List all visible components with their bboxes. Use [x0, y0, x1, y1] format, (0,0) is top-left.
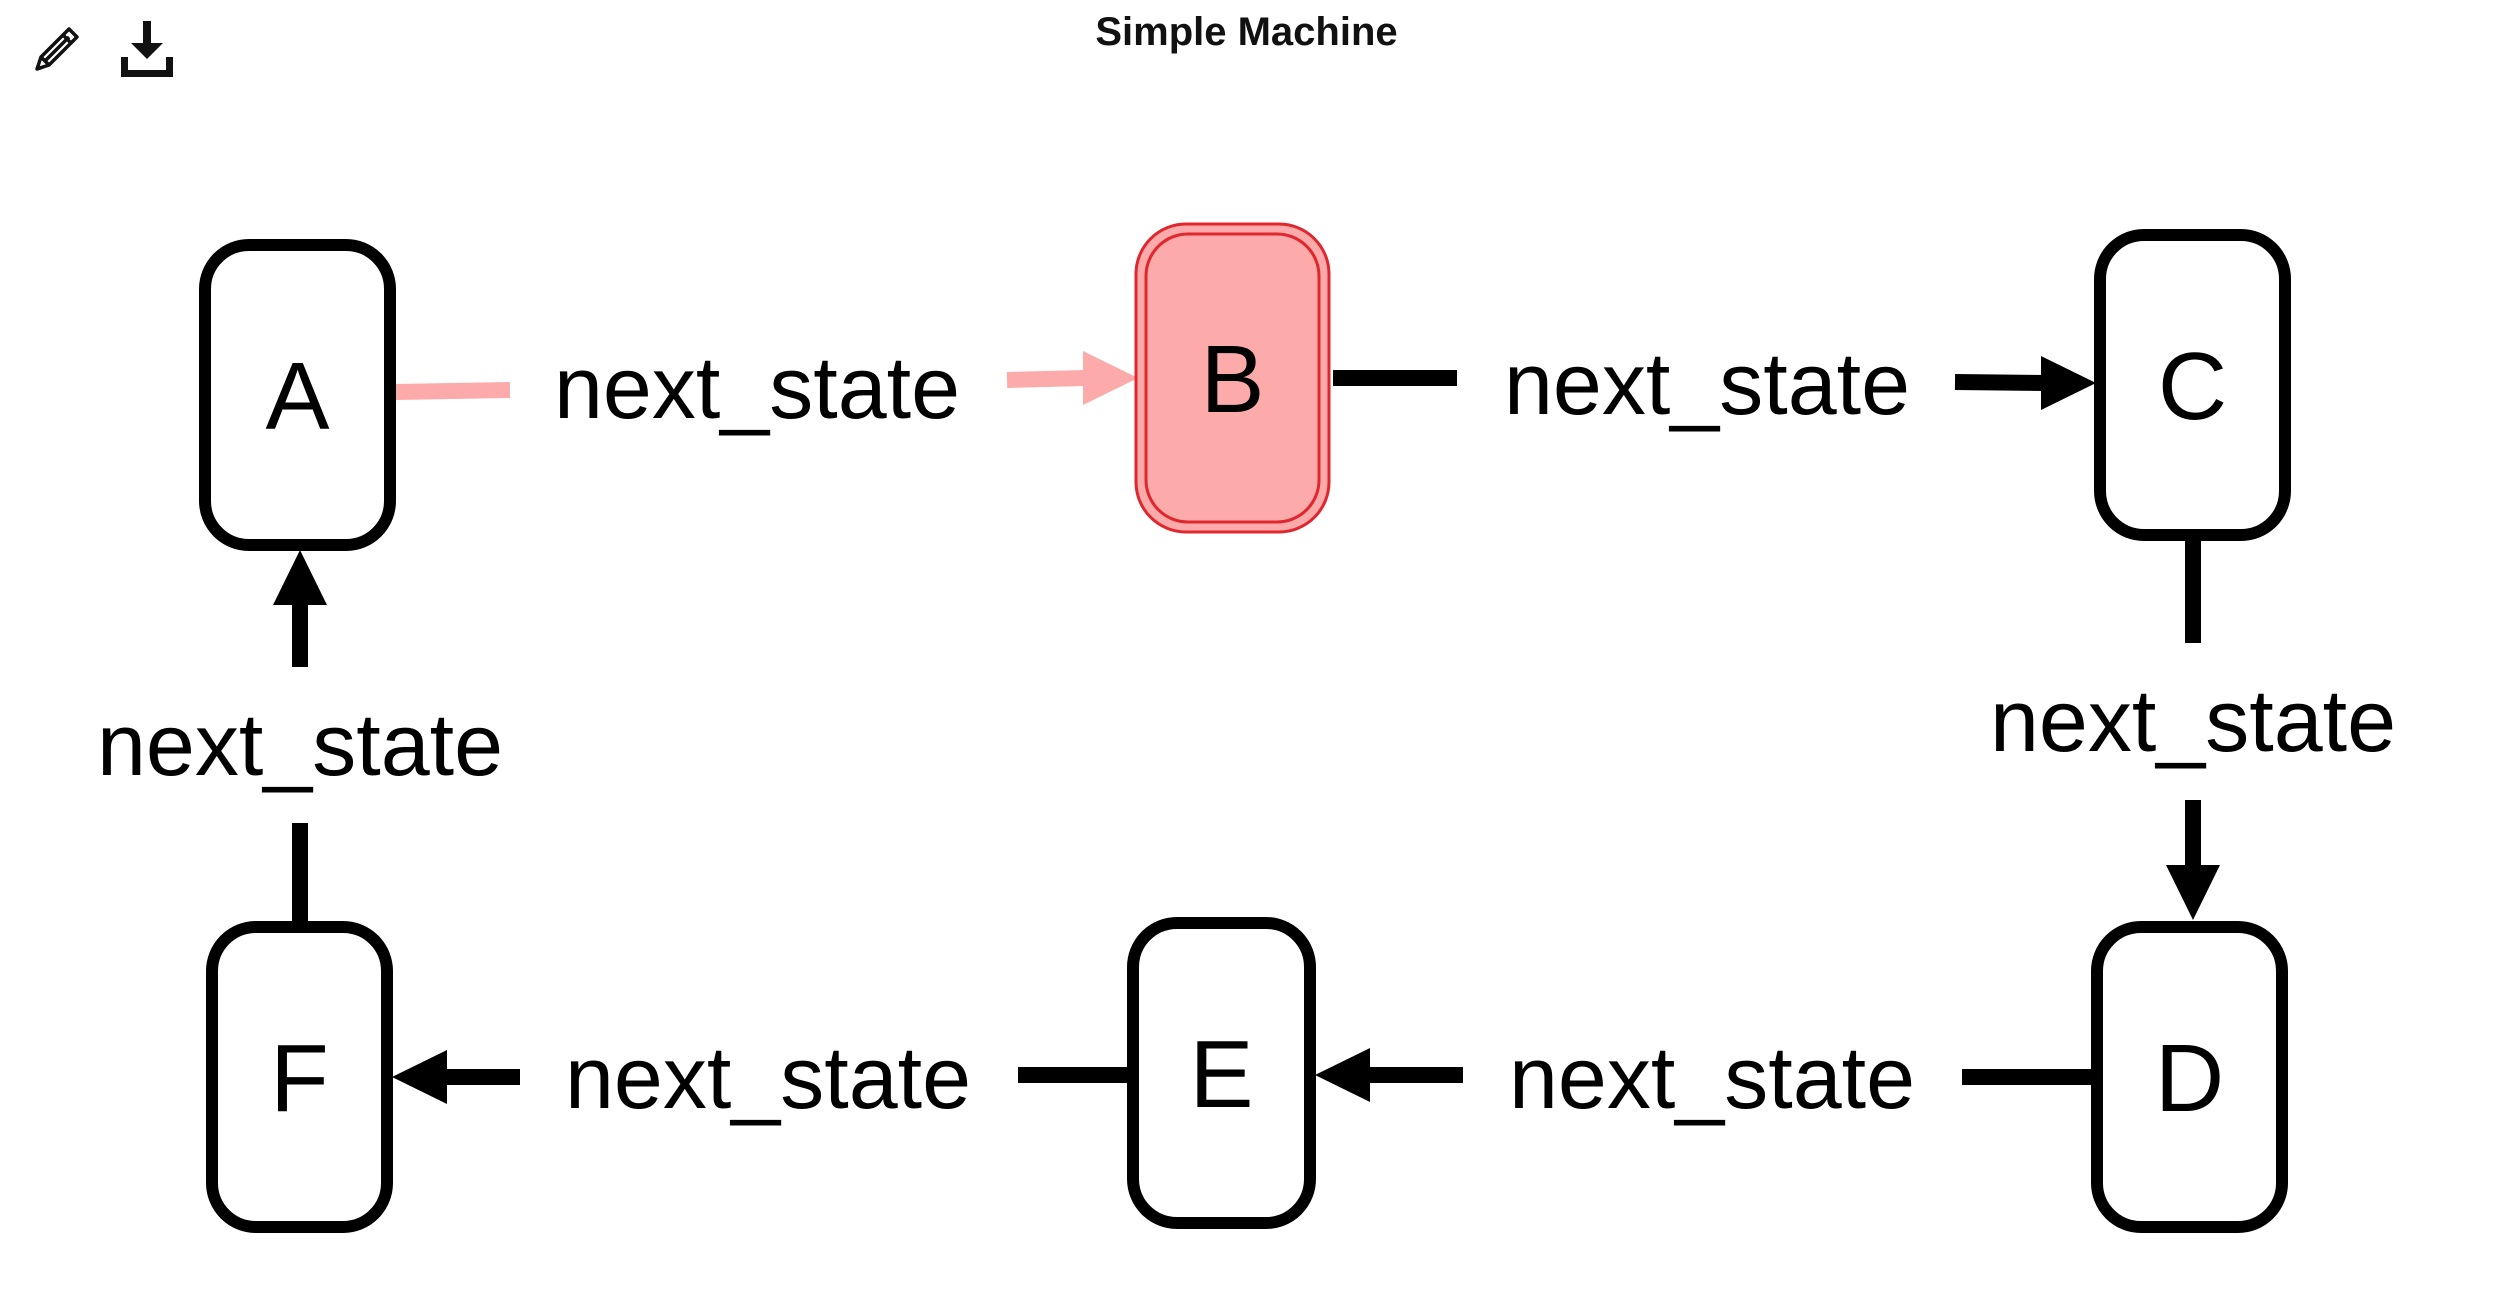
state-c[interactable]: C: [2094, 229, 2291, 541]
state-box: [1127, 917, 1316, 1229]
pencil-icon: [35, 27, 79, 71]
transition-label: next_state: [565, 1028, 971, 1127]
arrowhead-icon: [1083, 351, 1138, 405]
state-box: [206, 921, 393, 1233]
state-box: [2091, 921, 2288, 1233]
transition-line: [1954, 374, 2049, 391]
arrowhead-icon: [1315, 1048, 1370, 1102]
transition-label: next_state: [1504, 334, 1910, 433]
arrowhead-icon: [2166, 865, 2220, 920]
transition-label: next_state: [554, 338, 960, 437]
edit-button[interactable]: [26, 18, 88, 80]
download-icon: [121, 21, 173, 77]
arrowhead-icon: [2041, 356, 2096, 410]
state-box-inner: [1144, 232, 1321, 524]
arrowhead-icon: [273, 550, 327, 605]
toolbar: [26, 18, 178, 80]
transition-f-to-a[interactable]: next_state: [97, 550, 503, 922]
state-label: D: [2155, 1025, 2224, 1132]
transition-line: [1006, 370, 1086, 388]
state-label: F: [270, 1025, 329, 1132]
transition-a-to-b[interactable]: next_state: [394, 338, 1138, 437]
state-b[interactable]: B: [1134, 222, 1331, 534]
state-e[interactable]: E: [1127, 917, 1316, 1229]
state-box-outer: [1134, 222, 1331, 534]
state-box: [199, 239, 396, 551]
transition-e-to-f[interactable]: next_state: [392, 1028, 1128, 1127]
state-d[interactable]: D: [2091, 921, 2288, 1233]
page-title: Simple Machine: [1095, 10, 1398, 54]
state-label: C: [2158, 333, 2227, 440]
state-box: [2094, 229, 2291, 541]
transition-b-to-c[interactable]: next_state: [1333, 334, 2096, 433]
download-button[interactable]: [116, 18, 178, 80]
state-a[interactable]: A: [199, 239, 396, 551]
state-label: E: [1189, 1021, 1253, 1128]
state-label: A: [265, 343, 329, 450]
transition-c-to-d[interactable]: next_state: [1990, 540, 2396, 920]
transition-label: next_state: [97, 695, 503, 794]
transition-label: next_state: [1990, 671, 2396, 770]
state-label: B: [1200, 326, 1264, 433]
state-f[interactable]: F: [206, 921, 393, 1233]
transition-d-to-e[interactable]: next_state: [1315, 1028, 2092, 1127]
arrowhead-icon: [392, 1050, 447, 1104]
transition-line: [394, 382, 511, 400]
transition-label: next_state: [1509, 1028, 1915, 1127]
